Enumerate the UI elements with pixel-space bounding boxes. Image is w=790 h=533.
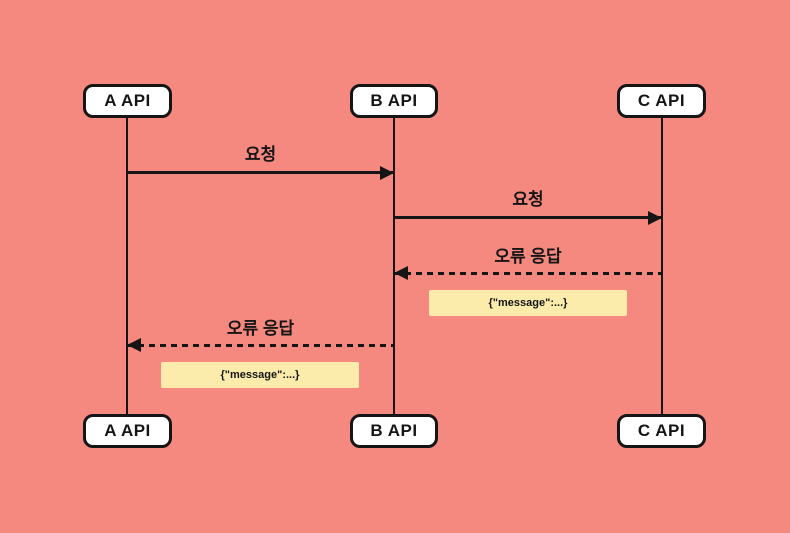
message-error-b-to-a-label: 오류 응답 <box>226 319 295 338</box>
note-error-payload-1: {"message":...} <box>429 290 627 316</box>
message-request-b-to-c-line <box>394 216 662 219</box>
lifeline-a-api <box>126 118 128 414</box>
message-error-b-to-a-line <box>127 344 394 347</box>
message-request-b-to-c-label: 요청 <box>512 190 544 209</box>
message-error-c-to-b-line <box>394 272 662 275</box>
arrowhead-right-icon <box>380 166 394 180</box>
lifeline-c-api <box>661 118 663 414</box>
actor-a-api-top: A API <box>83 84 172 118</box>
actor-a-api-bottom: A API <box>83 414 172 448</box>
actor-b-api-bottom: B API <box>350 414 438 448</box>
message-request-a-to-b-line <box>127 171 394 174</box>
message-error-c-to-b-label: 오류 응답 <box>494 247 562 266</box>
arrowhead-right-icon <box>648 211 662 225</box>
actor-b-api-top: B API <box>350 84 438 118</box>
arrowhead-left-icon <box>127 338 141 352</box>
note-error-payload-2: {"message":...} <box>161 362 359 388</box>
message-request-a-to-b-label: 요청 <box>244 145 277 164</box>
actor-c-api-top: C API <box>617 84 706 118</box>
actor-c-api-bottom: C API <box>617 414 706 448</box>
arrowhead-left-icon <box>394 266 408 280</box>
